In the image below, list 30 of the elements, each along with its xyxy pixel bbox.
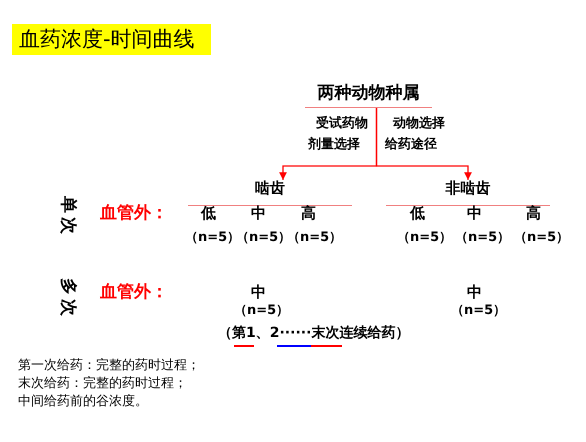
route-label: 血管外： xyxy=(100,205,168,222)
list-item: 剂量选择 xyxy=(308,138,360,151)
dosing-note: （第1、2······末次连续给药） xyxy=(218,326,410,340)
note-text: 末次给药：完整的药时过程； xyxy=(18,377,187,390)
sample-size: （n=5） xyxy=(451,304,506,317)
row-heading: 单次 xyxy=(59,196,76,238)
sample-size: （n=5） xyxy=(455,231,510,244)
dose-level: 高 xyxy=(526,206,541,221)
dose-level: 高 xyxy=(301,206,316,221)
dose-level: 中 xyxy=(467,285,482,300)
list-item: 给药途径 xyxy=(385,138,437,151)
sample-size: （n=5） xyxy=(397,231,452,244)
dose-level: 中 xyxy=(251,285,266,300)
dose-level: 低 xyxy=(201,206,216,221)
note-text: 中间给药前的谷浓度。 xyxy=(18,395,148,408)
list-item: 受试药物 xyxy=(316,117,368,130)
row-heading: 多次 xyxy=(59,278,76,320)
sample-size: （n=5） xyxy=(514,231,570,244)
route-label: 血管外： xyxy=(100,284,168,301)
dose-level: 低 xyxy=(410,206,425,221)
underlined-heading: 啮齿 xyxy=(188,181,352,206)
underlined-heading: 非啮齿 xyxy=(386,181,550,206)
arrow xyxy=(376,108,472,180)
underlined-heading: 两种动物种属 xyxy=(305,85,432,108)
note-text: 第一次给药：完整的药时过程； xyxy=(18,359,200,372)
dose-level: 中 xyxy=(467,206,482,221)
sample-size: （n=5） xyxy=(234,304,290,317)
list-item: 动物选择 xyxy=(393,117,445,130)
title-banner: 血药浓度-时间曲线 xyxy=(12,24,211,55)
dose-level: 中 xyxy=(251,206,266,221)
